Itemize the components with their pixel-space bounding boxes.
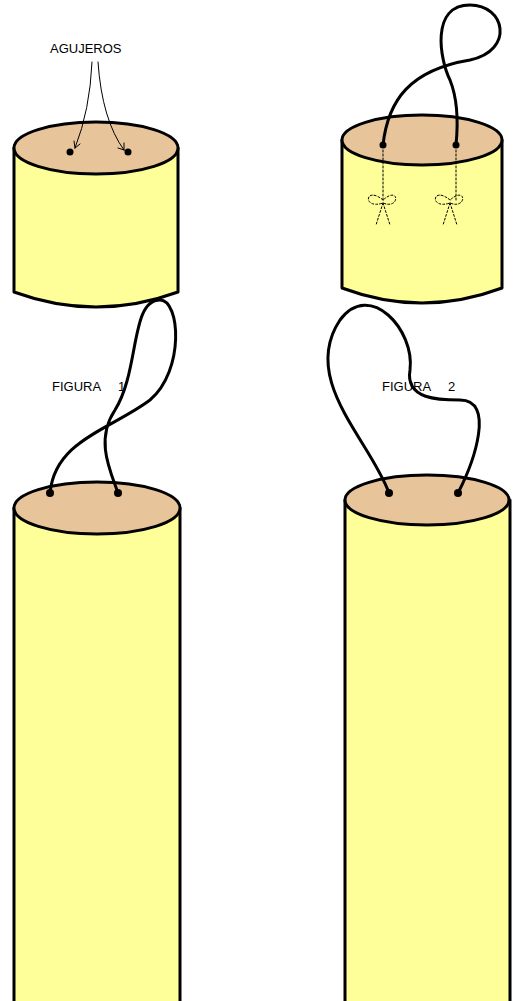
- figure-label: FIGURA 2: [382, 380, 455, 393]
- part-label: AGUJEROS: [50, 42, 122, 55]
- can-figure-1: [14, 62, 178, 307]
- can-figure-4: [328, 305, 510, 1001]
- figure-label: FIGURA 1: [52, 380, 125, 393]
- can-figure-3: [14, 300, 180, 1001]
- can-figure-2: [342, 5, 502, 303]
